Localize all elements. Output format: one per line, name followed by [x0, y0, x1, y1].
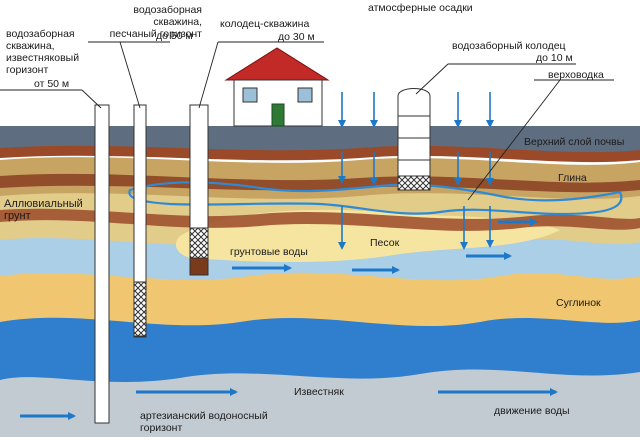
- label-topsoil: Верхний слой почвы: [524, 136, 625, 148]
- label-well-limestone: водозаборная скважина, известняковый гор…: [6, 28, 80, 76]
- flow-arrows: [20, 218, 558, 420]
- label-loam: Суглинок: [556, 297, 601, 309]
- well-limestone: [94, 104, 110, 424]
- label-well-borehole-depth: до 30 м: [278, 31, 315, 43]
- topsoil-layer: [0, 126, 640, 153]
- alluvial-brown-band: [0, 208, 640, 231]
- label-well-sand: водозаборная скважина, песчаный горизонт: [109, 4, 202, 40]
- loam-layer: [0, 268, 640, 327]
- label-sand: Песок: [370, 237, 400, 249]
- label-well-borehole: колодец-скважина: [220, 18, 310, 30]
- leader-lines: [0, 41, 614, 201]
- well-sand: [133, 104, 147, 338]
- label-groundwater: грунтовые воды: [230, 246, 308, 258]
- deep-aquifer-layer: [0, 314, 640, 382]
- label-well-sand-depth: до 50 м: [156, 30, 193, 42]
- perched-water-line: [128, 181, 623, 216]
- label-alluvial: Аллювиальный грунт: [4, 198, 83, 222]
- well-borehole: [189, 104, 209, 276]
- label-dug-well: водозаборный колодец: [452, 40, 566, 52]
- label-limestone: Известняк: [294, 386, 344, 398]
- label-perched-water: верховодка: [548, 69, 604, 81]
- label-artesian: артезианский водоносный горизонт: [140, 410, 268, 434]
- label-dug-well-depth: до 10 м: [536, 52, 573, 64]
- house: [224, 47, 330, 127]
- precipitation-arrows: [338, 92, 494, 250]
- label-well-limestone-depth: от 50 м: [34, 78, 70, 90]
- label-water-flow: движение воды: [494, 405, 570, 417]
- label-atmospheric: атмосферные осадки: [368, 2, 473, 14]
- soil-brown-band-2: [0, 173, 640, 193]
- dug-well: [397, 88, 431, 191]
- label-clay: Глина: [558, 172, 587, 184]
